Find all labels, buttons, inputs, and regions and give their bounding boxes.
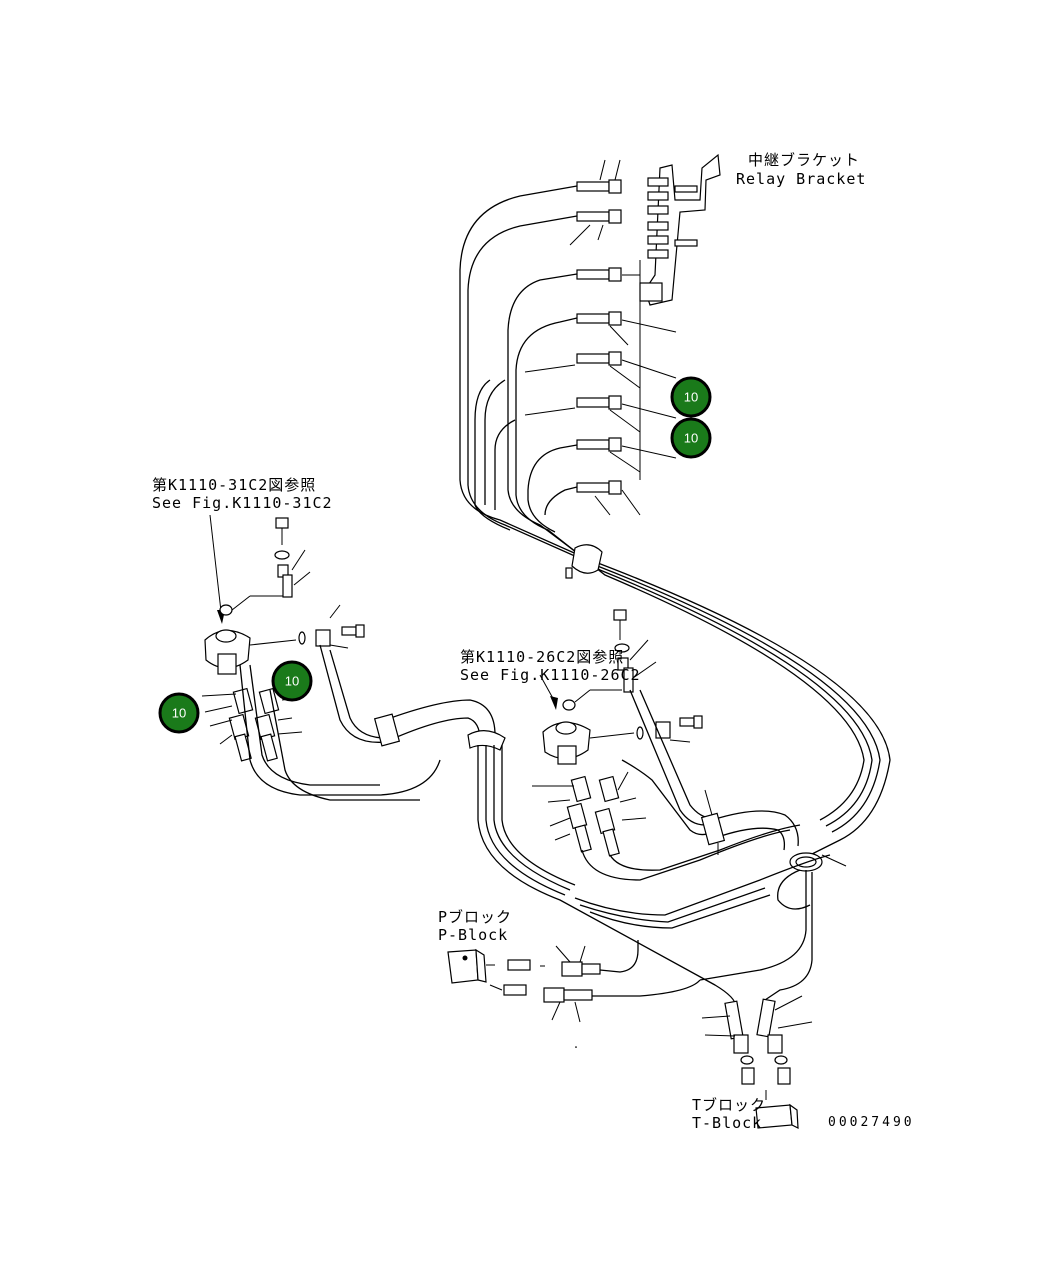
relay-bracket: [639, 153, 721, 306]
drawing-number: 00027490: [828, 1115, 915, 1130]
t-block: ·: [575, 995, 813, 1129]
middle-valve-hoses: [574, 689, 847, 1001]
p-block-label-en: P-Block: [438, 926, 508, 944]
callout-number: 10: [285, 674, 299, 689]
callout-badge[interactable]: 10: [670, 417, 712, 459]
callout-number: 10: [684, 390, 698, 405]
middle-valve-assembly: [532, 609, 703, 857]
left-valve-hoses: [239, 644, 737, 1011]
ref-left-label-jp: 第K1110-31C2図参照: [152, 476, 316, 494]
bundle-clamp: [565, 544, 603, 579]
callout-number: 10: [684, 431, 698, 446]
t-block-label-en: T-Block: [692, 1114, 762, 1132]
left-valve-assembly: [201, 514, 365, 762]
leader-line: [704, 789, 713, 816]
t-block-label-jp: Tブロック: [692, 1096, 766, 1114]
callout-badge[interactable]: 10: [271, 660, 313, 702]
relay-bracket-label-jp: 中継ブラケット: [748, 151, 860, 169]
callout-number: 10: [172, 706, 186, 721]
svg-text:·: ·: [575, 1045, 577, 1051]
relay-bracket-label-en: Relay Bracket: [736, 170, 866, 188]
ref-left-label-en: See Fig.K1110-31C2: [152, 494, 333, 512]
callout-badge[interactable]: 10: [670, 376, 712, 418]
ref-mid-label-en: See Fig.K1110-26C2: [460, 666, 641, 684]
p-block: [447, 940, 701, 1023]
ref-mid-label-jp: 第K1110-26C2図参照: [460, 648, 624, 666]
main-hose-bundle: [459, 185, 891, 861]
p-block-label-jp: Pブロック: [438, 908, 512, 926]
callout-badge[interactable]: 10: [158, 692, 200, 734]
